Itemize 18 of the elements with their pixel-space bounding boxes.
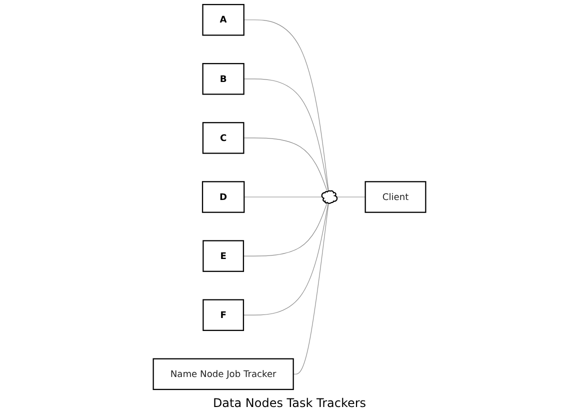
node-box: D <box>202 181 245 213</box>
connector <box>243 203 328 256</box>
node-box: E <box>202 240 244 272</box>
node-box: B <box>202 63 244 95</box>
connector <box>243 203 328 316</box>
connector <box>244 196 322 198</box>
connector <box>244 78 328 191</box>
node-box: Client <box>364 181 426 213</box>
node-cloud <box>321 190 338 204</box>
connector <box>336 196 366 198</box>
group-label: Data Nodes Task Trackers <box>212 396 366 410</box>
node-box: C <box>202 122 244 154</box>
connector <box>244 20 329 191</box>
node-box: A <box>202 4 244 36</box>
connector <box>243 138 328 191</box>
node-box: F <box>202 299 244 331</box>
connector <box>293 203 329 374</box>
node-box: Name Node Job Tracker <box>152 358 294 390</box>
